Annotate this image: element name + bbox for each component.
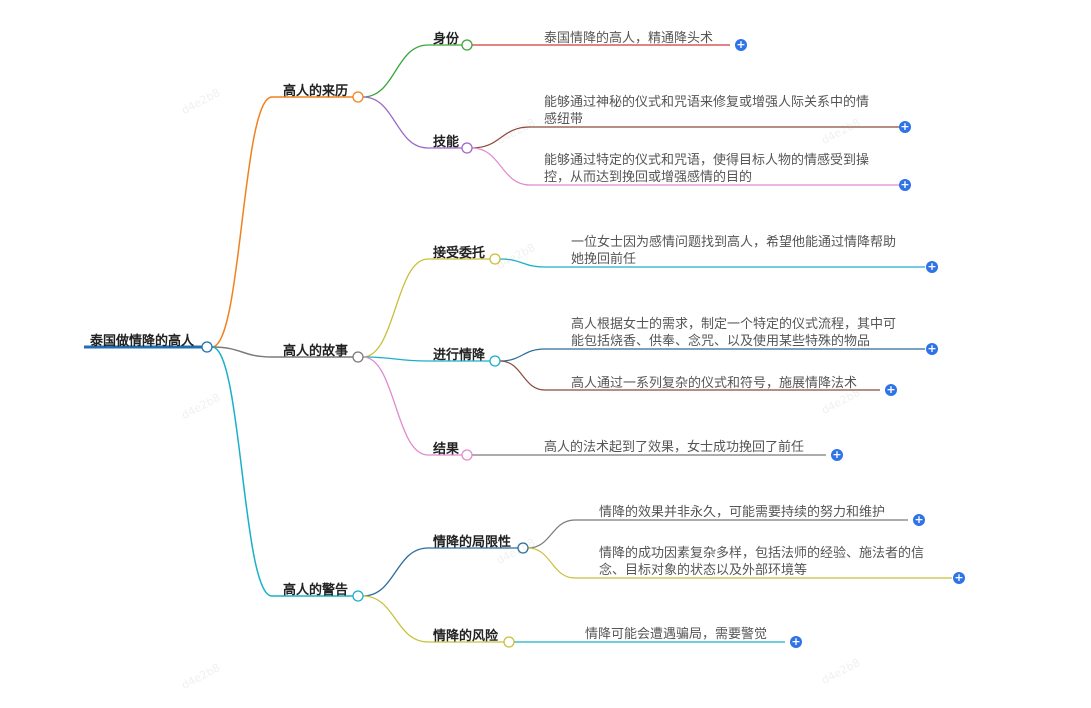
topic-to-leaf-connector bbox=[471, 147, 531, 186]
topic-to-leaf-connector bbox=[499, 258, 546, 268]
branch-to-topic-connector bbox=[362, 547, 429, 597]
topic-to-leaf-connector bbox=[499, 360, 546, 391]
topic-to-leaf-connector bbox=[527, 519, 576, 549]
expand-plus-icon[interactable]: + bbox=[885, 383, 897, 396]
leaf-text-2-0-1: 情降的成功因素复杂多样，包括法师的经验、施法者的信 念、目标对象的状态以及外部环… bbox=[599, 546, 925, 578]
topic-label-0-1: 技能 bbox=[433, 135, 460, 150]
branch-label-0: 高人的来历 bbox=[283, 84, 349, 99]
leaf-text-1-2-0: 高人的法术起到了效果，女士成功挽回了前任 bbox=[544, 440, 805, 455]
root-to-branch-connector bbox=[211, 96, 273, 348]
topic-label-2-1: 情降的风险 bbox=[433, 629, 499, 644]
root-to-branch-connector bbox=[211, 346, 273, 597]
root-collapse-handle[interactable] bbox=[201, 341, 213, 353]
branch-collapse-handle[interactable] bbox=[352, 351, 364, 363]
topic-to-leaf-connector bbox=[527, 547, 576, 579]
branch-to-topic-connector bbox=[362, 258, 429, 358]
branch-collapse-handle[interactable] bbox=[352, 91, 364, 103]
expand-plus-icon[interactable]: + bbox=[913, 513, 925, 526]
leaf-text-1-0-0: 一位女士因为感情问题找到高人，希望他能通过情降帮助 她挽回前任 bbox=[571, 235, 897, 267]
root-to-branch-connector bbox=[211, 346, 273, 358]
topic-label-1-0: 接受委托 bbox=[433, 246, 486, 261]
topic-to-leaf-connector bbox=[471, 126, 531, 149]
leaf-text-0-0-0: 泰国情降的高人，精通降头术 bbox=[544, 31, 714, 46]
leaf-text-1-1-0: 高人根据女士的需求，制定一个特定的仪式流程，其中可 能包括烧香、供奉、念咒、以及… bbox=[571, 317, 897, 349]
branch-label-1: 高人的故事 bbox=[283, 344, 349, 359]
expand-plus-icon[interactable]: + bbox=[953, 571, 965, 584]
expand-plus-icon[interactable]: + bbox=[926, 342, 938, 355]
topic-collapse-handle[interactable] bbox=[461, 39, 473, 51]
expand-plus-icon[interactable]: + bbox=[831, 448, 843, 461]
topic-collapse-handle[interactable] bbox=[517, 542, 529, 554]
expand-plus-icon[interactable]: + bbox=[790, 635, 802, 648]
root-node-label: 泰国做情降的高人 bbox=[90, 334, 195, 349]
branch-to-topic-connector bbox=[362, 44, 429, 98]
expand-plus-icon[interactable]: + bbox=[926, 260, 938, 273]
branch-collapse-handle[interactable] bbox=[352, 590, 364, 602]
topic-label-1-1: 进行情降 bbox=[433, 348, 486, 363]
leaf-text-2-0-0: 情降的效果并非永久，可能需要持续的努力和维护 bbox=[599, 505, 886, 520]
topic-collapse-handle[interactable] bbox=[503, 636, 515, 648]
topic-collapse-handle[interactable] bbox=[489, 355, 501, 367]
leaf-text-2-1-0: 情降可能会遭遇骗局，需要警觉 bbox=[585, 627, 768, 642]
expand-plus-icon[interactable]: + bbox=[899, 178, 911, 191]
branch-to-topic-connector bbox=[362, 595, 429, 643]
branch-to-topic-connector bbox=[362, 356, 429, 456]
topic-to-leaf-connector bbox=[499, 348, 546, 362]
leaf-text-0-1-0: 能够通过神秘的仪式和咒语来修复或增强人际关系中的情 感纽带 bbox=[544, 95, 870, 127]
branch-to-topic-connector bbox=[362, 356, 429, 362]
expand-plus-icon[interactable]: + bbox=[735, 38, 747, 51]
topic-label-0-0: 身份 bbox=[433, 32, 460, 47]
topic-collapse-handle[interactable] bbox=[461, 449, 473, 461]
branch-to-topic-connector bbox=[362, 96, 429, 149]
topic-collapse-handle[interactable] bbox=[489, 253, 501, 265]
topic-label-1-2: 结果 bbox=[433, 442, 460, 457]
branch-label-2: 高人的警告 bbox=[283, 583, 349, 598]
leaf-text-0-1-1: 能够通过特定的仪式和咒语，使得目标人物的情感受到操 控，从而达到挽回或增强感情的… bbox=[544, 153, 870, 185]
topic-label-2-0: 情降的局限性 bbox=[433, 535, 512, 550]
expand-plus-icon[interactable]: + bbox=[899, 120, 911, 133]
leaf-text-1-1-1: 高人通过一系列复杂的仪式和符号，施展情降法术 bbox=[571, 376, 858, 391]
topic-collapse-handle[interactable] bbox=[461, 142, 473, 154]
